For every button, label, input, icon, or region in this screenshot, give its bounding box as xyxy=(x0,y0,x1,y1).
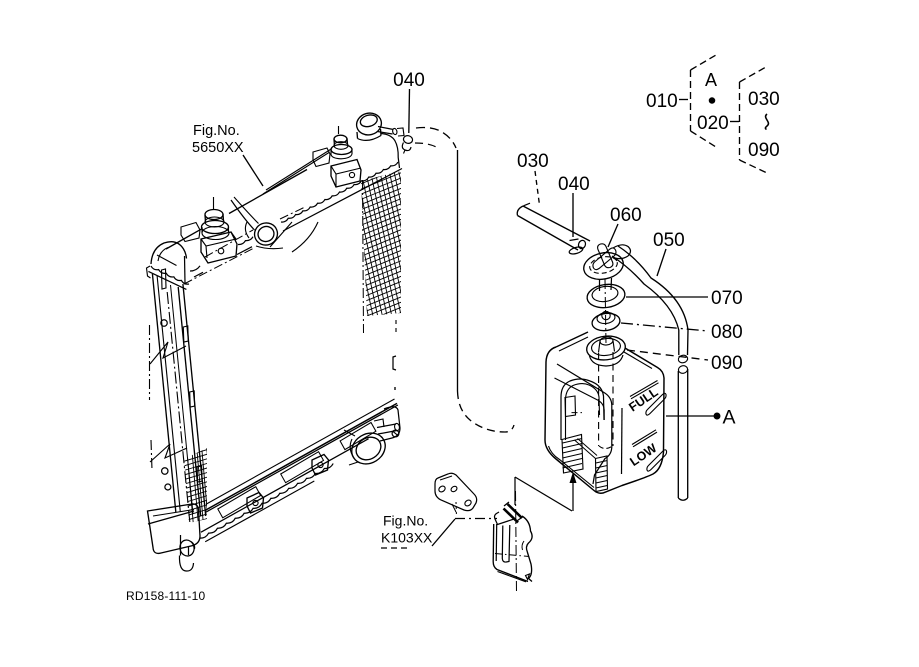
svg-text:RD158-111-10: RD158-111-10 xyxy=(126,589,205,603)
svg-text:Fig.No.: Fig.No. xyxy=(193,123,240,139)
svg-text:A: A xyxy=(705,70,717,90)
svg-text:A: A xyxy=(723,407,736,429)
svg-text:040: 040 xyxy=(393,70,425,91)
svg-text:090: 090 xyxy=(748,140,780,161)
svg-text:060: 060 xyxy=(610,205,642,226)
svg-text:080: 080 xyxy=(711,322,743,343)
svg-text:040: 040 xyxy=(558,174,590,195)
svg-text:010: 010 xyxy=(646,91,678,112)
svg-text:5650XX: 5650XX xyxy=(192,140,244,156)
svg-text:020: 020 xyxy=(697,113,729,134)
svg-text:030: 030 xyxy=(517,151,549,172)
svg-text:K103XX: K103XX xyxy=(381,530,433,546)
svg-text:070: 070 xyxy=(711,288,743,309)
svg-text:090: 090 xyxy=(711,353,743,374)
svg-text:030: 030 xyxy=(748,89,780,110)
svg-text:Fig.No.: Fig.No. xyxy=(383,513,428,529)
svg-text:050: 050 xyxy=(653,230,685,251)
